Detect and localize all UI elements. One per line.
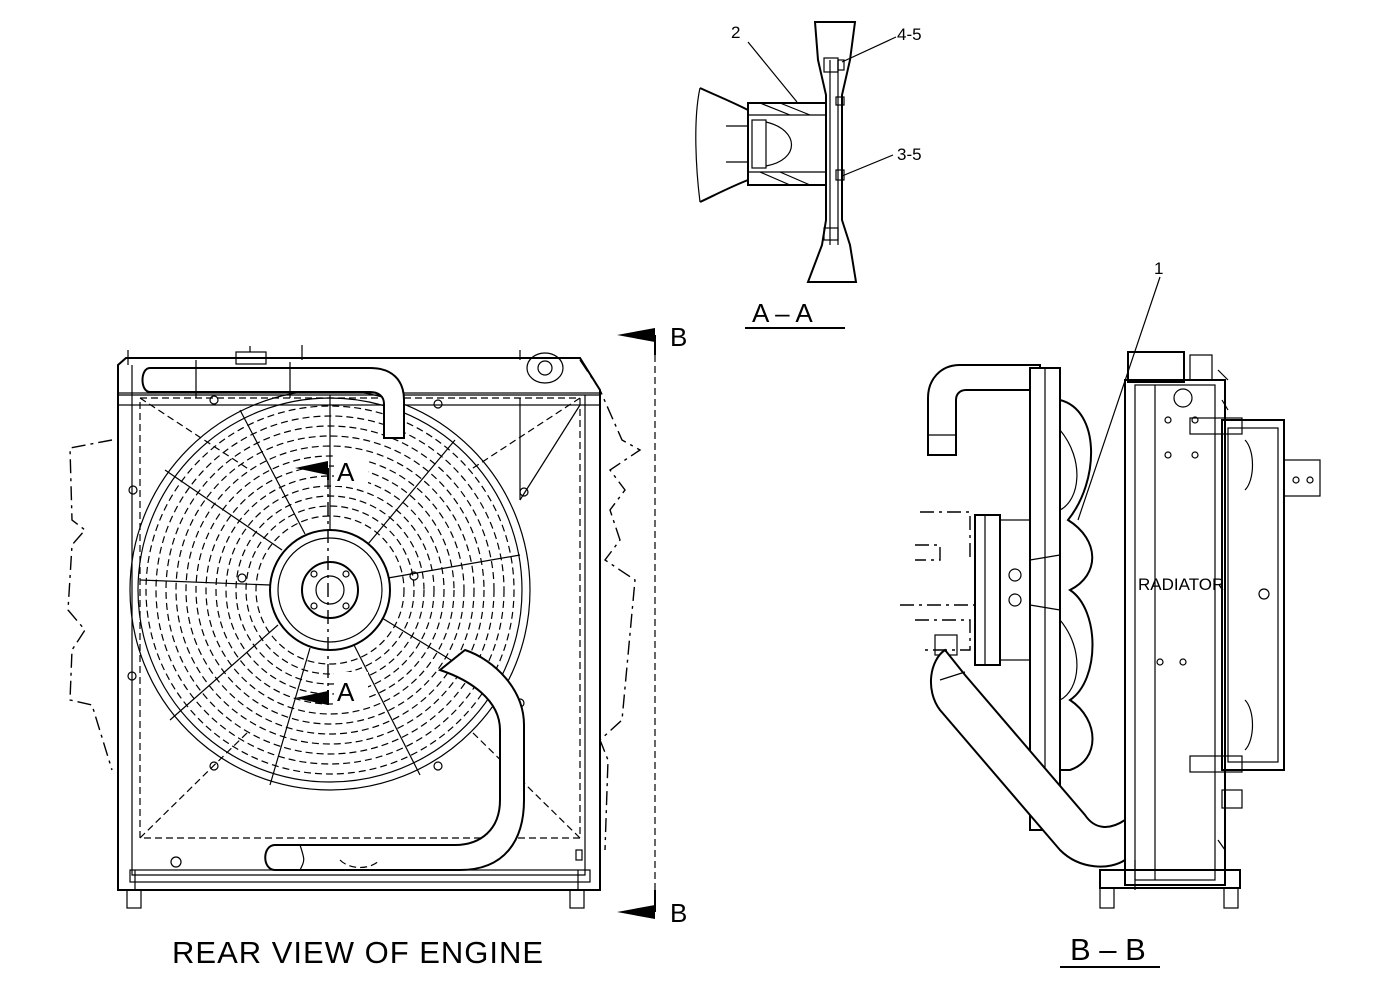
callout-3-5: 3-5 bbox=[897, 145, 922, 164]
callout-4-5: 4-5 bbox=[897, 25, 922, 44]
section-marker-a-bottom: A bbox=[337, 677, 355, 707]
section-bb-title: B – B bbox=[1070, 932, 1146, 967]
section-marker-b-top: B bbox=[670, 322, 687, 352]
section-aa-title: A – A bbox=[752, 298, 813, 328]
callout-2: 2 bbox=[731, 23, 740, 42]
section-arrow-b-top-icon bbox=[617, 328, 655, 342]
section-marker-a-top: A bbox=[337, 457, 355, 487]
radiator-label: RADIATOR bbox=[1138, 575, 1224, 594]
section-arrow-a-top-icon bbox=[295, 461, 328, 475]
callout-1: 1 bbox=[1154, 259, 1163, 278]
section-aa-detail: 2 4-5 3-5 A – A bbox=[695, 21, 922, 329]
rear-view-drawing: A A B B REAR VIEW OF ENGINE bbox=[67, 322, 687, 970]
section-arrow-b-bottom-icon bbox=[617, 905, 655, 919]
rear-view-title: REAR VIEW OF ENGINE bbox=[172, 935, 544, 970]
section-marker-b-bottom: B bbox=[670, 898, 687, 928]
section-arrow-a-bottom-icon bbox=[295, 691, 328, 705]
section-bb-drawing: 1 RADIATOR B – B bbox=[900, 259, 1321, 968]
